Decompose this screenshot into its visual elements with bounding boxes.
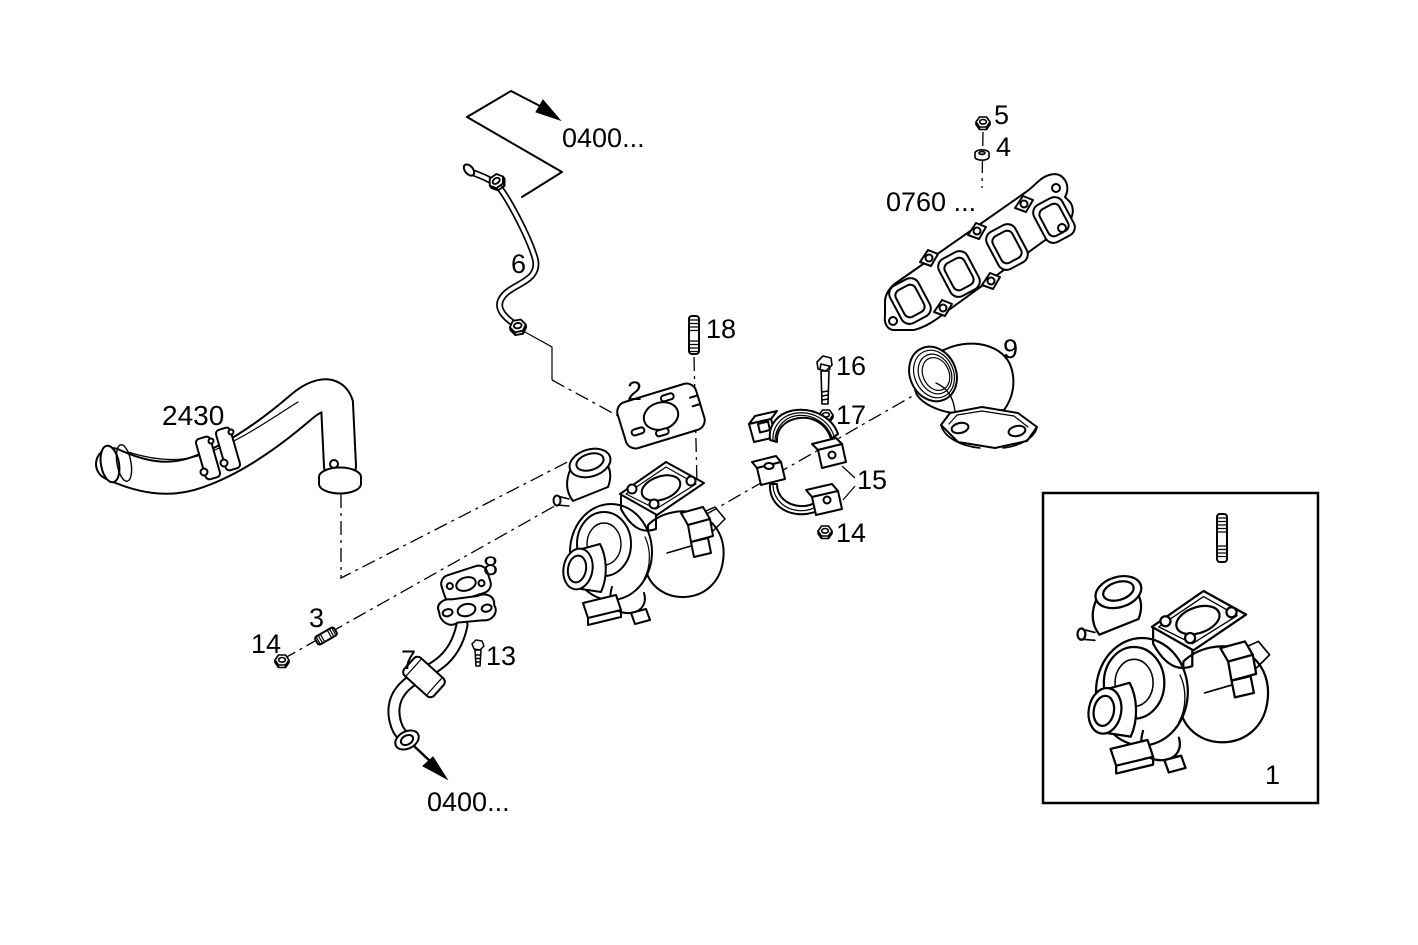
ref-label-2430: 2430: [162, 400, 224, 431]
oil-drain-pipe-7: [387, 593, 497, 751]
clamp-half-upper: [748, 408, 847, 469]
callout-15: 15: [857, 465, 887, 495]
callout-13: 13: [486, 641, 516, 671]
stud-3: [314, 626, 338, 646]
callout-3: 3: [309, 603, 324, 633]
exhaust-elbow-9: [908, 342, 1038, 449]
air-pipe-2430: [95, 378, 362, 495]
callout-4: 4: [996, 132, 1011, 162]
callout-1: 1: [1265, 760, 1280, 790]
ref-arrow-bottom: [413, 745, 449, 781]
gasket-2: [616, 382, 706, 450]
inset-box: 1: [1041, 491, 1320, 805]
stud-18: [688, 315, 700, 355]
turbocharger-main: [552, 442, 726, 626]
bolt-13: [471, 639, 485, 667]
clamp-half-lower: [751, 455, 843, 516]
callout-9: 9: [1003, 334, 1018, 364]
inset-stud: [1216, 513, 1228, 563]
callout-6: 6: [511, 249, 526, 279]
nut-5: [975, 116, 991, 131]
turbocharger-inset: [1076, 569, 1271, 775]
callout-16: 16: [836, 351, 866, 381]
washer-4: [974, 149, 990, 161]
exhaust-manifold: [883, 173, 1076, 331]
callout-14-clamp: 14: [836, 518, 866, 548]
ref-label-0400-top: 0400...: [562, 123, 645, 153]
callout-8: 8: [483, 551, 498, 581]
ref-label-0400-bottom: 0400...: [427, 787, 510, 817]
clamp-bolt-16: [816, 355, 833, 405]
callout-5: 5: [994, 100, 1009, 130]
callout-17: 17: [836, 400, 866, 430]
clamp-nut-14: [817, 525, 833, 540]
ref-label-0760: 0760 ...: [886, 187, 976, 217]
ref-arrow-top: [466, 90, 563, 198]
callout-7: 7: [401, 645, 416, 675]
oil-feed-pipe-6: [462, 163, 553, 380]
callout-2: 2: [627, 376, 642, 406]
gasket-8: [440, 564, 492, 604]
callout-18: 18: [706, 314, 736, 344]
callout-15-leader: [841, 465, 856, 501]
callout-14-stud: 14: [251, 629, 281, 659]
